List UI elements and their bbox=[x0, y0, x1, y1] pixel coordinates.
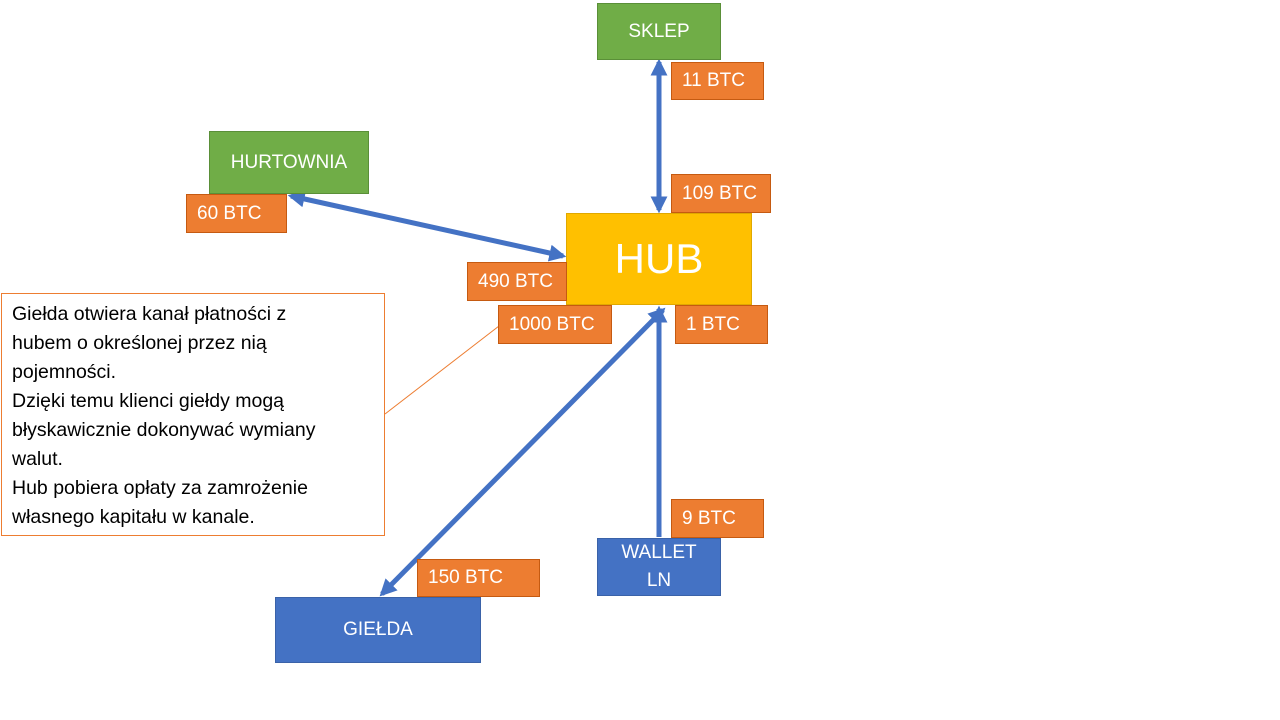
node-hub: HUB bbox=[566, 213, 752, 305]
balance-label-gielda-side: 150 BTC bbox=[417, 559, 540, 597]
callout-line: pojemności. bbox=[12, 361, 117, 383]
explanation-callout: Giełda otwiera kanał płatności z hubem o… bbox=[1, 293, 385, 536]
callout-line: Giełda otwiera kanał płatności z bbox=[12, 303, 287, 325]
node-hurtownia: HURTOWNIA bbox=[209, 131, 369, 194]
channel-arrow-hub-gielda bbox=[379, 307, 666, 597]
callout-line: walut. bbox=[12, 448, 63, 470]
callout-line: błyskawicznie dokonywać wymiany bbox=[12, 419, 316, 441]
balance-label-hub-to-wallet: 1 BTC bbox=[675, 305, 768, 344]
balance-label-hub-to-sklep: 109 BTC bbox=[671, 174, 771, 213]
balance-label-hub-to-hurtownia: 490 BTC bbox=[467, 262, 567, 301]
wallet-label-line2: LN bbox=[646, 570, 672, 591]
callout-line: hubem o określonej przez nią bbox=[12, 332, 267, 354]
node-sklep: SKLEP bbox=[597, 3, 721, 60]
callout-line: Dzięki temu klienci giełdy mogą bbox=[12, 390, 285, 412]
callout-line: Hub pobiera opłaty za zamrożenie bbox=[12, 477, 308, 499]
callout-leader-line bbox=[384, 325, 500, 415]
wallet-label-line1: WALLET bbox=[621, 542, 697, 563]
balance-label-wallet-side: 9 BTC bbox=[671, 499, 764, 538]
node-wallet-ln: WALLET LN bbox=[597, 538, 721, 596]
balance-label-sklep-side: 11 BTC bbox=[671, 62, 764, 100]
balance-label-hub-to-gielda: 1000 BTC bbox=[498, 305, 612, 344]
balance-label-hurtownia-side: 60 BTC bbox=[186, 194, 287, 233]
node-gielda: GIEŁDA bbox=[275, 597, 481, 663]
channel-arrow-hub-hurtownia bbox=[287, 190, 567, 262]
callout-line: własnego kapitału w kanale. bbox=[12, 506, 255, 528]
